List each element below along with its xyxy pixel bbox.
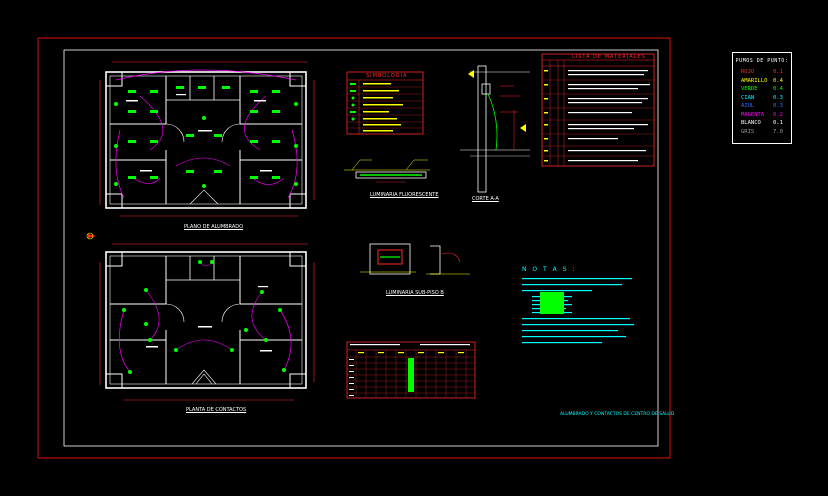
notes-title: N O T A S : bbox=[522, 266, 577, 273]
lighting-plan-title: PLANO DE ALUMBRADO bbox=[184, 224, 244, 230]
legend-color-name: AMARILLO bbox=[741, 77, 768, 84]
legend-pen-weight: 0.3 bbox=[773, 94, 783, 101]
outer-frame bbox=[37, 37, 671, 459]
section-detail bbox=[460, 65, 530, 193]
legend-row: BLANCO 0.1 bbox=[741, 120, 785, 127]
sheet-border bbox=[63, 49, 659, 447]
drawing-footer: ALUMBRADO Y CONTACTOS DE CENTRO DE SALUD bbox=[560, 412, 675, 417]
symbology-table bbox=[346, 71, 424, 135]
legend-color-name: AZUL bbox=[741, 103, 755, 109]
legend-row: VERDE 0.4 bbox=[741, 86, 785, 93]
legend-pen-weight: 7.0 bbox=[773, 128, 783, 135]
materials-title: LISTA DE MATERIALES bbox=[572, 54, 646, 60]
notes-highlight bbox=[540, 292, 564, 314]
lighting-plan bbox=[99, 61, 315, 217]
outlets-plan bbox=[99, 243, 315, 401]
north-arrow-icon bbox=[86, 232, 96, 240]
legend-pen-weight: 0.1 bbox=[773, 69, 783, 75]
legend-row: MAGENTA 0.2 bbox=[741, 112, 785, 119]
legend-row: AMARILLO 0.4 bbox=[741, 78, 785, 85]
legend-row: CIAN 0.3 bbox=[741, 95, 785, 102]
outlets-plan-title: PLANTA DE CONTACTOS bbox=[186, 407, 247, 413]
legend-color-name: VERDE bbox=[741, 86, 758, 92]
legend-color-name: BLANCO bbox=[741, 120, 761, 126]
luminaire-fluor-title: LUMINARIA FLUORESCENTE bbox=[370, 192, 439, 198]
legend-pen-weight: 0.3 bbox=[773, 103, 783, 109]
legend-color-name: GRIS bbox=[741, 128, 755, 135]
symbology-title: SIMBOLOGIA bbox=[366, 73, 408, 79]
section-title: CORTE A-A bbox=[472, 196, 499, 202]
legend-pen-weight: 0.4 bbox=[773, 77, 783, 84]
load-schedule-table bbox=[346, 341, 476, 399]
luminaire-fluorescent-detail bbox=[344, 159, 430, 183]
luminaire-wall-title: LUMINARIA SUB-PISO B bbox=[386, 290, 444, 296]
legend-color-name: ROJO bbox=[741, 69, 755, 75]
luminaire-wall-detail bbox=[360, 243, 470, 275]
legend-color-name: MAGENTA bbox=[741, 111, 765, 118]
legend-row: AZUL 0.3 bbox=[741, 103, 785, 110]
legend-pen-weight: 0.4 bbox=[773, 86, 783, 92]
legend-pen-weight: 0.1 bbox=[773, 120, 783, 126]
materials-table bbox=[541, 53, 655, 167]
legend-row: GRIS 7.0 bbox=[741, 129, 785, 136]
legend-color-name: CIAN bbox=[741, 94, 755, 101]
legend-pen-weight: 0.2 bbox=[773, 111, 783, 118]
legend-title: PUMOS DE PUNTO: bbox=[735, 58, 789, 64]
notes-text bbox=[522, 278, 634, 344]
legend-row: ROJO 0.1 bbox=[741, 69, 785, 76]
